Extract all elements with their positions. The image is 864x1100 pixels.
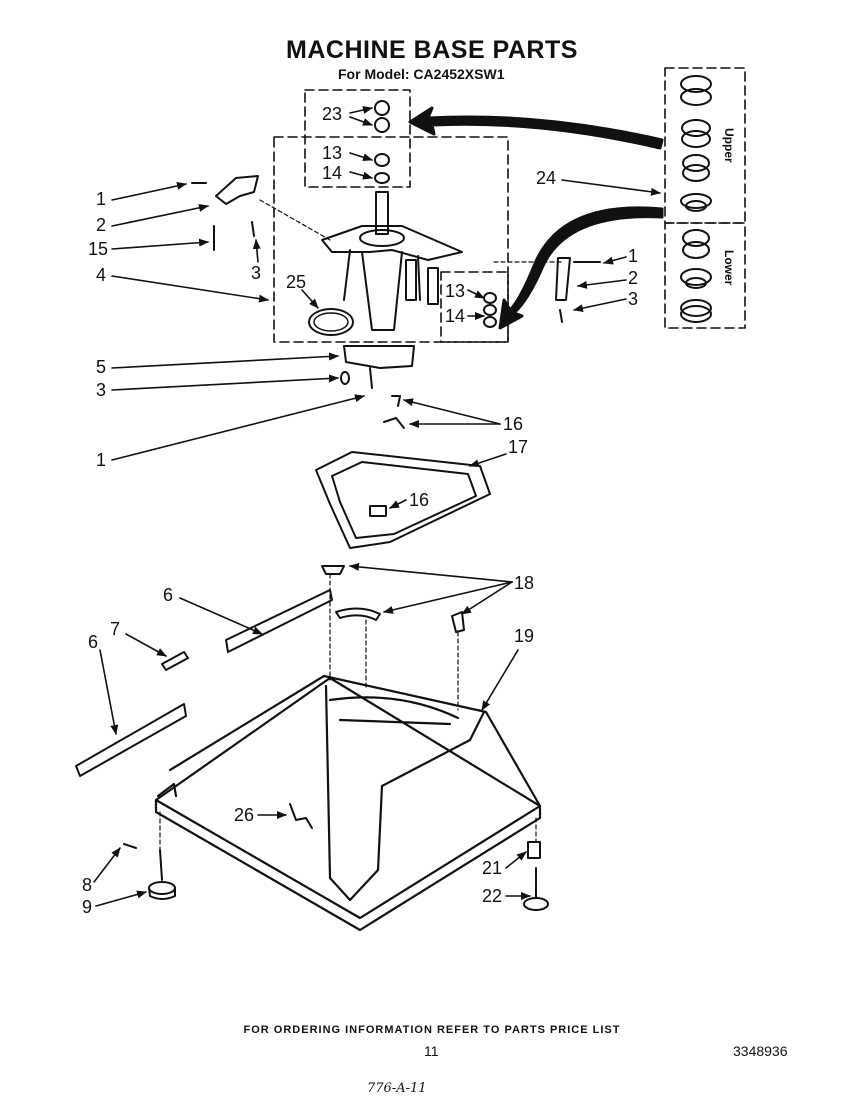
callout-14-top: 14 <box>322 163 343 183</box>
callout-14-right: 14 <box>445 306 466 326</box>
callout-15: 15 <box>88 239 109 259</box>
document-number: 3348936 <box>733 1043 788 1059</box>
callout-1-lower: 1 <box>96 450 107 470</box>
page-number: 11 <box>424 1043 439 1059</box>
small-parts-right <box>483 292 497 328</box>
left-brackets <box>191 175 259 251</box>
callout-2-left: 2 <box>96 215 107 235</box>
right-brackets <box>555 257 601 323</box>
lower-bearings <box>680 229 712 323</box>
callout-7: 7 <box>110 619 121 639</box>
callout-4: 4 <box>96 265 107 285</box>
callout-1-top: 1 <box>96 189 107 209</box>
upper-bearings <box>680 75 712 212</box>
handwritten-code: 776-A-11 <box>367 1081 427 1096</box>
hose-clip <box>289 803 313 829</box>
stack-parts <box>374 100 390 184</box>
support-frame <box>315 395 491 549</box>
callout-26: 26 <box>234 805 255 825</box>
model-subtitle: For Model: CA2452XSW1 <box>338 66 505 82</box>
dashed-group-boxes <box>273 67 746 343</box>
ordering-note: FOR ORDERING INFORMATION REFER TO PARTS … <box>243 1024 621 1036</box>
gear-case-assembly <box>321 191 463 331</box>
callout-25: 25 <box>286 272 307 292</box>
feet <box>123 841 549 911</box>
page-title: MACHINE BASE PARTS <box>286 36 578 64</box>
callout-13-right: 13 <box>445 281 466 301</box>
gasket-ring <box>308 308 354 336</box>
leader-lines <box>93 106 661 907</box>
callout-24: 24 <box>536 168 557 188</box>
callout-2-right: 2 <box>628 268 639 288</box>
callout-6-upper: 6 <box>163 585 174 605</box>
callout-23: 23 <box>322 104 343 124</box>
inset-label-lower: Lower <box>722 250 736 286</box>
inset-label-upper: Upper <box>722 128 736 163</box>
callout-3-left: 3 <box>251 263 262 283</box>
callout-16-top: 16 <box>503 414 524 434</box>
callout-13-top: 13 <box>322 143 343 163</box>
curved-arrows <box>408 106 664 330</box>
callout-8: 8 <box>82 875 93 895</box>
callout-9: 9 <box>82 897 93 917</box>
base-frame <box>154 674 542 932</box>
callout-6-lower: 6 <box>88 632 99 652</box>
callout-17: 17 <box>508 437 529 457</box>
callout-21: 21 <box>482 858 503 878</box>
callout-18: 18 <box>514 573 535 593</box>
callout-16-lower: 16 <box>409 490 430 510</box>
callout-19: 19 <box>514 626 535 646</box>
callout-3-lower: 3 <box>96 380 107 400</box>
callout-22: 22 <box>482 886 503 906</box>
channels <box>75 589 333 777</box>
callout-3-right: 3 <box>628 289 639 309</box>
dashed-guides <box>159 199 563 851</box>
gasket-ring-inner <box>313 312 349 332</box>
strap-bracket <box>343 345 415 369</box>
clips <box>321 565 465 633</box>
callout-1-right: 1 <box>628 246 639 266</box>
callout-5: 5 <box>96 357 107 377</box>
